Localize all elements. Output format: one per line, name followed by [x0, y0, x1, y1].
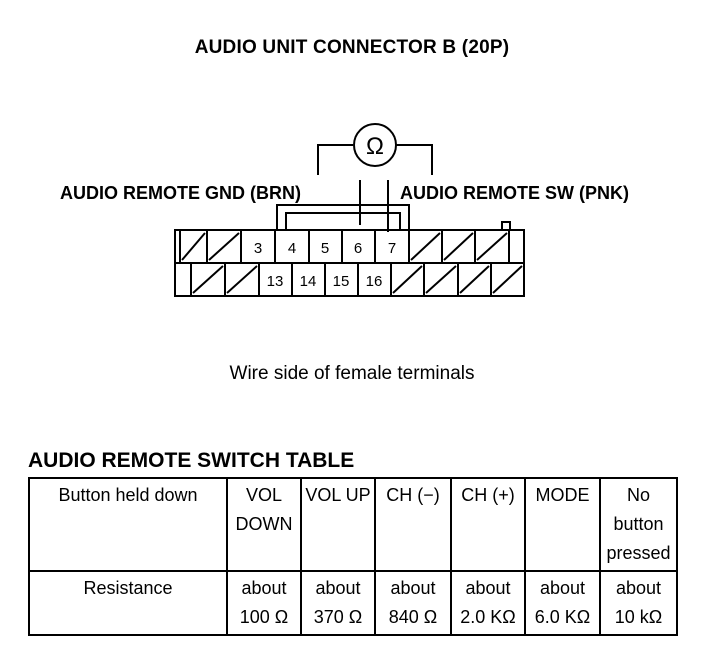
- header-vol-up: VOL UP: [300, 477, 376, 572]
- ohm-symbol: Ω: [366, 133, 384, 160]
- terminal-6: 6: [354, 240, 362, 257]
- terminal-15: 15: [333, 273, 350, 290]
- terminal-14: 14: [300, 273, 317, 290]
- header-label: Button held down: [28, 477, 228, 572]
- ohmmeter-lead-right: [396, 144, 433, 175]
- header-mode: MODE: [524, 477, 601, 572]
- header-ch-minus: CH (−): [374, 477, 452, 572]
- table-title: AUDIO REMOTE SWITCH TABLE: [28, 449, 355, 472]
- terminal-4: 4: [288, 240, 296, 257]
- remote-sw-label: AUDIO REMOTE SW (PNK): [400, 183, 629, 203]
- ohmmeter-lead-left: [317, 144, 353, 175]
- connector-body: [174, 229, 525, 297]
- header-ch-plus: CH (+): [450, 477, 526, 572]
- terminal-7: 7: [388, 240, 396, 257]
- terminal-16: 16: [366, 273, 383, 290]
- connector-diagram: Ω 3 4 5 6 7 13 14 15 16: [174, 123, 525, 297]
- terminal-3: 3: [254, 240, 262, 257]
- terminal-13: 13: [267, 273, 284, 290]
- remote-gnd-label: AUDIO REMOTE GND (BRN): [60, 183, 301, 203]
- ohmmeter-circle: [353, 123, 397, 167]
- connector-latch: [276, 204, 410, 230]
- page-title: AUDIO UNIT CONNECTOR B (20P): [194, 37, 510, 58]
- row-label: Resistance: [28, 570, 228, 636]
- diagram-caption: Wire side of female terminals: [229, 363, 475, 384]
- terminal-5: 5: [321, 240, 329, 257]
